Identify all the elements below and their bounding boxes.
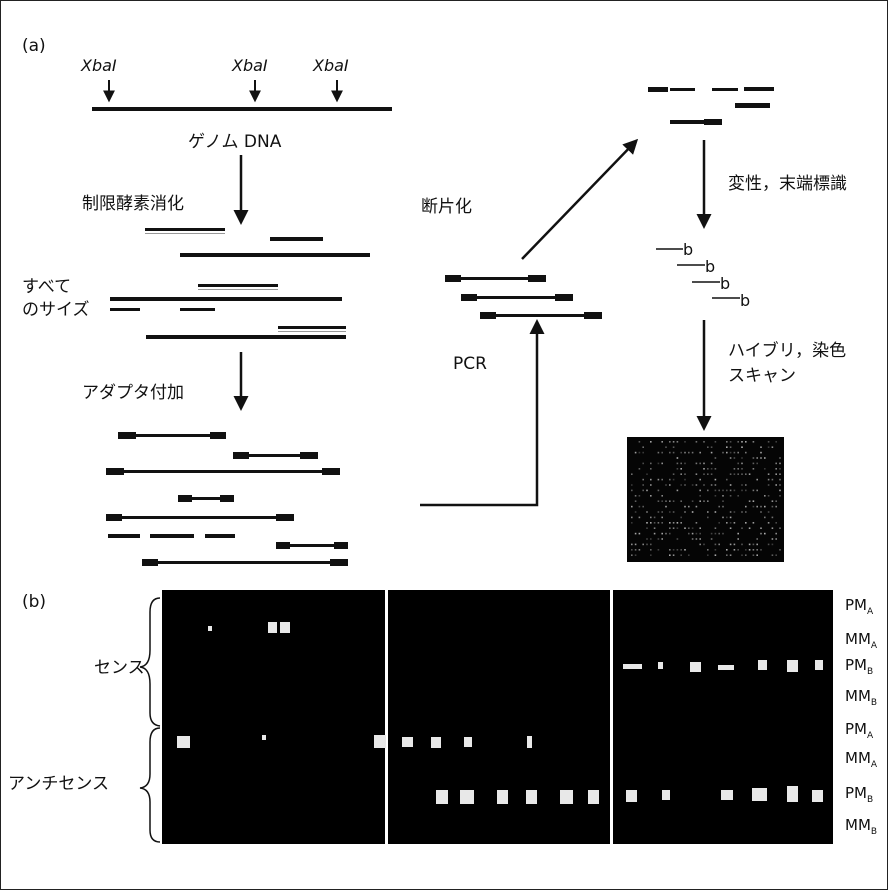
biotin-label-2: b bbox=[705, 257, 716, 276]
probe-spot bbox=[758, 660, 767, 670]
probe-spot bbox=[588, 790, 599, 804]
probe-spot bbox=[280, 622, 290, 633]
all-sizes-label-line2: のサイズ bbox=[22, 300, 90, 320]
probe-spot bbox=[690, 662, 701, 672]
row-label: MMA bbox=[845, 630, 878, 651]
to-pcr-arrow bbox=[420, 319, 545, 507]
antisense-brace bbox=[139, 727, 161, 843]
hybridize-label-line2: スキャン bbox=[728, 366, 796, 386]
adapter-ligation-label: アダプタ付加 bbox=[82, 383, 184, 403]
panel-a-label: (a) bbox=[22, 36, 46, 56]
biotin-label-4: b bbox=[740, 291, 751, 310]
probe-spot bbox=[787, 660, 798, 672]
probe-spot bbox=[623, 664, 642, 669]
probe-spot bbox=[497, 790, 508, 804]
antisense-label: アンチセンス bbox=[8, 774, 109, 794]
fragmentation-arrow bbox=[521, 138, 639, 260]
probe-spot bbox=[460, 790, 474, 804]
probe-spot bbox=[718, 665, 734, 670]
sense-label: センス bbox=[94, 658, 145, 678]
panel-b-label: (b) bbox=[22, 592, 47, 612]
probe-spot bbox=[262, 735, 266, 740]
probe-spot bbox=[658, 662, 663, 669]
xbai-site-2-label: XbaI bbox=[232, 56, 268, 75]
probe-spot bbox=[662, 790, 670, 800]
fragmented-pieces bbox=[648, 87, 774, 125]
probe-spot bbox=[560, 790, 573, 804]
restriction-digest-label: 制限酵素消化 bbox=[82, 194, 184, 214]
row-label: MMB bbox=[845, 816, 878, 837]
pcr-label: PCR bbox=[453, 354, 487, 374]
sense-brace bbox=[139, 597, 161, 727]
probe-spot bbox=[177, 736, 190, 748]
probe-spot bbox=[721, 790, 733, 800]
digested-fragments bbox=[110, 228, 370, 339]
xbai-site-3-label: XbaI bbox=[313, 56, 349, 75]
adapter-ligated-fragments bbox=[106, 432, 348, 566]
genome-dna-label: ゲノム DNA bbox=[188, 132, 282, 152]
xbai-site-1-label: XbaI bbox=[81, 56, 117, 75]
probe-spot bbox=[374, 735, 386, 748]
scanned-array-image bbox=[627, 437, 784, 562]
probe-spot bbox=[812, 790, 823, 802]
row-label: MMB bbox=[845, 687, 878, 708]
biotin-label-3: b bbox=[720, 274, 731, 293]
row-label: MMA bbox=[845, 749, 878, 770]
probe-spot bbox=[431, 737, 441, 748]
row-label: PMA bbox=[845, 596, 874, 617]
probe-spot bbox=[402, 737, 413, 747]
probe-spot bbox=[268, 622, 277, 633]
hybridize-label-line1: ハイブリ，染色 bbox=[728, 341, 847, 361]
genomic-dna bbox=[92, 80, 392, 111]
fragmentation-label: 断片化 bbox=[421, 197, 472, 217]
row-label: PMB bbox=[845, 784, 874, 805]
all-sizes-label-line1: すべて bbox=[22, 277, 72, 297]
probe-spot bbox=[815, 660, 823, 670]
row-label: PMB bbox=[845, 656, 874, 677]
probe-spot bbox=[787, 786, 798, 802]
denature-label-step: 変性，末端標識 bbox=[728, 174, 847, 194]
probe-spot bbox=[464, 737, 472, 747]
probe-spot bbox=[208, 626, 212, 631]
row-label: PMA bbox=[845, 720, 874, 741]
biotin-label-1: b bbox=[683, 240, 694, 259]
labeled-strands bbox=[656, 248, 740, 299]
probe-spot bbox=[752, 788, 767, 801]
probe-spot bbox=[527, 736, 532, 748]
probe-spot bbox=[526, 790, 537, 804]
probe-spot bbox=[436, 790, 448, 804]
probe-spot bbox=[626, 790, 637, 802]
pcr-products bbox=[445, 275, 602, 319]
